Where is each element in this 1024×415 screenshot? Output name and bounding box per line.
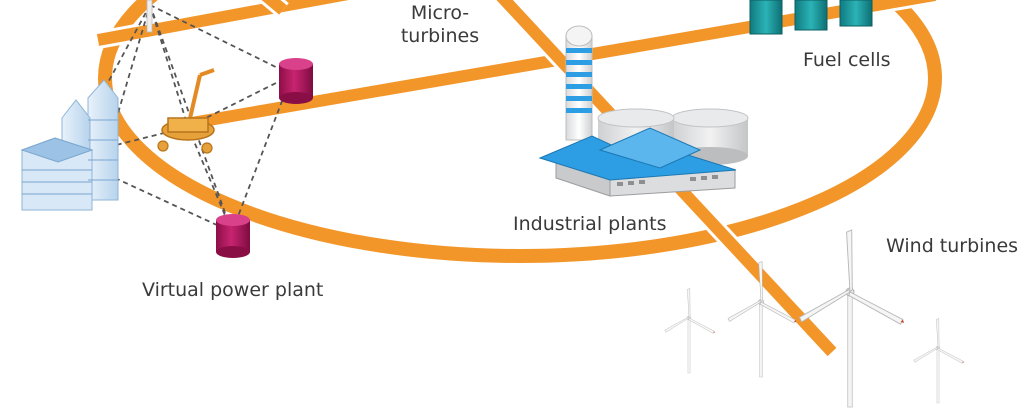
factory-icon — [538, 127, 737, 197]
micro-turbines-label: Micro- turbines — [400, 2, 480, 48]
control-hub-icon — [157, 68, 215, 154]
office-buildings-icon — [20, 79, 119, 211]
wind-turbine-icon — [727, 261, 797, 378]
grid-ring — [95, 0, 945, 266]
virtual-power-plant-label: Virtual power plant — [142, 279, 324, 301]
wind-turbine-icon — [146, 0, 153, 33]
micro-turbines-label-line2: turbines — [400, 25, 480, 47]
wind-turbines-label: Wind turbines — [886, 235, 1019, 257]
wind-turbine-icon — [664, 288, 716, 374]
storage-cylinder-icon — [279, 58, 313, 104]
fuel-cell-icon — [749, 0, 873, 35]
industrial-plants-label: Industrial plants — [513, 213, 667, 235]
wind-turbine-icon — [913, 318, 965, 404]
chimney-icon — [565, 25, 593, 141]
storage-cylinder-icon — [216, 214, 250, 258]
micro-turbines-label-line1: Micro- — [410, 2, 470, 24]
fuel-cells-label: Fuel cells — [803, 49, 891, 71]
